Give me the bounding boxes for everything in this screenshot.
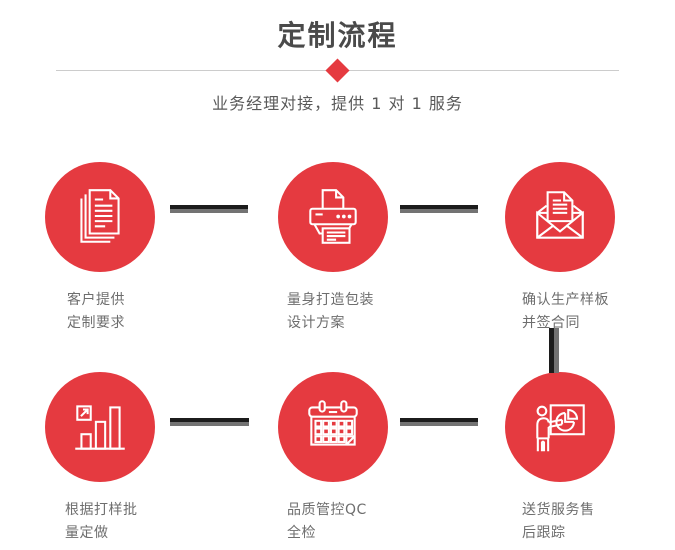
step-label-packaging-design: 量身打造包装 设计方案	[287, 289, 374, 335]
step-label-line: 设计方案	[287, 315, 345, 331]
step-circle-batch-production	[45, 372, 155, 482]
step-label-line: 全检	[287, 525, 316, 541]
step-label-line: 客户提供	[67, 292, 125, 308]
presentation-icon	[536, 404, 585, 452]
printer-icon	[309, 189, 357, 244]
step-circle-packaging-design	[278, 162, 388, 272]
connector-step2-step3	[400, 205, 478, 213]
open-envelope-icon	[536, 191, 584, 239]
step-circle-customer-requirements	[45, 162, 155, 272]
connector-step4-step5	[170, 418, 249, 426]
step-label-line: 后跟踪	[522, 525, 566, 541]
step-circle-quality-control	[278, 372, 388, 482]
documents-icon	[80, 189, 120, 243]
step-circle-sample-contract	[505, 162, 615, 272]
step-label-quality-control: 品质管控QC 全检	[287, 499, 367, 545]
step-label-line: 送货服务售	[522, 502, 595, 518]
calendar-icon	[308, 400, 358, 446]
page-title: 定制流程	[277, 19, 398, 52]
connector-step3-step6	[549, 328, 559, 373]
connector-step1-step2	[170, 205, 248, 213]
step-label-line: 定制要求	[67, 315, 125, 331]
step-label-line: 根据打样批	[65, 502, 138, 518]
subtitle: 业务经理对接，提供 1 对 1 服务	[212, 94, 463, 113]
step-circle-delivery-tracking	[505, 372, 615, 482]
step-label-line: 并签合同	[522, 315, 580, 331]
step-label-delivery-tracking: 送货服务售 后跟踪	[522, 499, 595, 545]
step-label-sample-contract: 确认生产样板 并签合同	[522, 289, 609, 335]
step-label-line: 品质管控QC	[287, 502, 367, 518]
step-label-batch-production: 根据打样批 量定做	[65, 499, 138, 545]
step-label-line: 确认生产样板	[522, 292, 609, 308]
step-label-customer-requirements: 客户提供 定制要求	[67, 289, 125, 335]
bar-chart-icon	[75, 405, 125, 450]
connector-step5-step6	[400, 418, 478, 426]
step-label-line: 量身打造包装	[287, 292, 374, 308]
step-label-line: 量定做	[65, 525, 109, 541]
diamond-marker-icon	[325, 58, 350, 83]
